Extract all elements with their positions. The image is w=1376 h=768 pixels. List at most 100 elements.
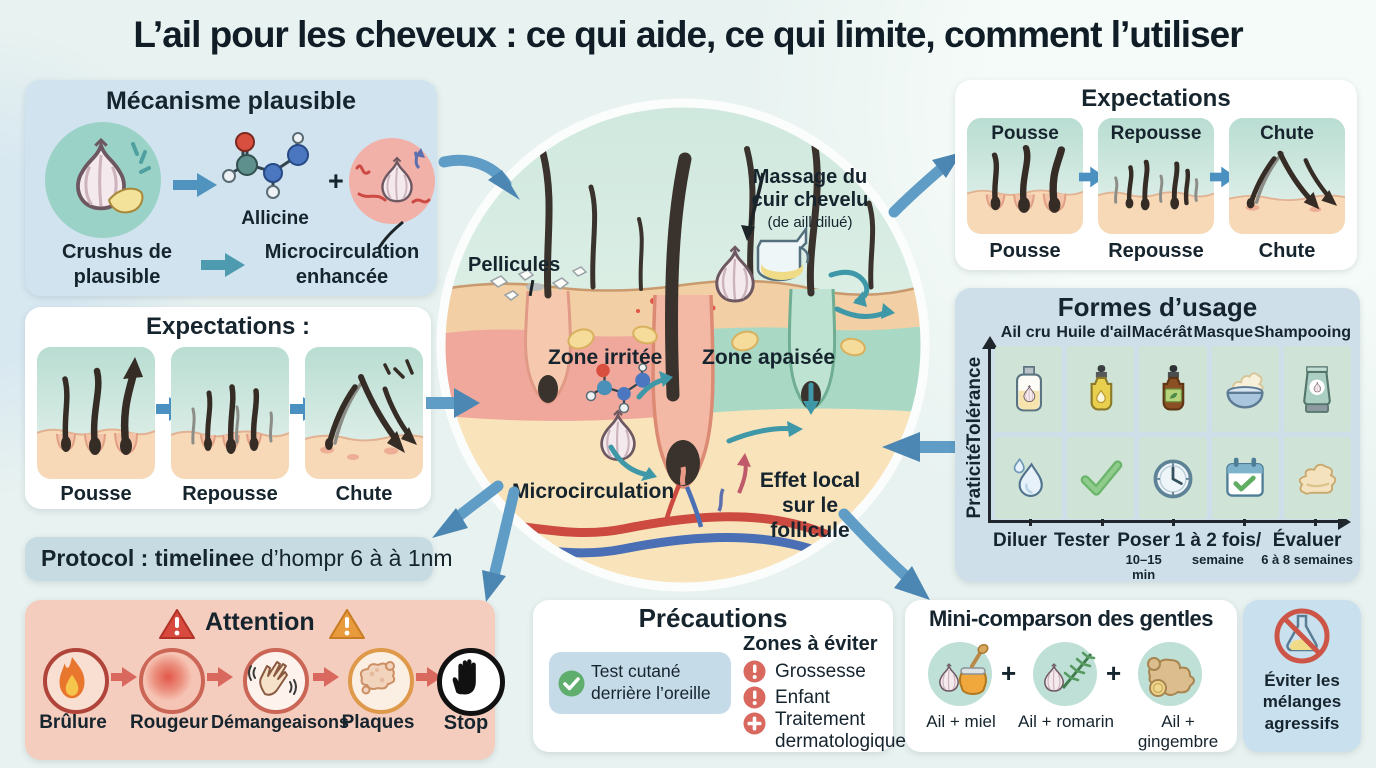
mechanism-caption-left: Crushus de plausible [61,241,173,288]
arrow-scalp-to-mini [838,508,930,600]
repousse-label: Repousse [182,483,278,505]
garlic-rosemary-icon [1033,642,1097,706]
microcirculation-label: Microcirculation [512,480,675,503]
ail-miel-label: Ail + miel [926,712,996,731]
step-evaluer-sub: 6 à 8 semaines [1261,552,1353,567]
sebaceous-glands-icon [567,325,866,357]
timer-clock-icon [1139,437,1207,519]
tick [1243,514,1246,526]
massage-label: Massage du cuir chevelu (de aill dilué) [748,166,872,231]
hair-loss-icon [305,347,423,479]
formes-grid [995,346,1352,519]
arrow-right-icon [201,253,245,277]
pousse-inner-label: Pousse [991,123,1059,144]
exclamation-circle-icon [743,660,766,683]
expectations-left-title: Expectations : [145,313,311,340]
allicine-molecule-small-icon [585,363,651,414]
arrow-formes-to-scalp [882,432,958,462]
plaques-label: Plaques [341,712,415,733]
mini-title: Mini-comparson des gentles [928,606,1214,631]
zone-irritee-label: Zone irritée [548,346,663,369]
arrow-right-icon [1079,166,1105,188]
y-axis-arrowhead [982,336,998,349]
hair-growth-icon [967,118,1083,234]
mask-bowl-icon [1211,346,1279,432]
y-axis [988,348,991,520]
avoid-mixtures-box: Éviter les mélanges agressifs [1243,600,1361,752]
ail-romarin-label: Ail + romarin [1018,712,1114,731]
tick [1172,514,1175,526]
precautions-panel: Précautions Test cutané derrière l’oreil… [533,600,906,752]
mechanism-caption-right: Microcirculation enhancée [264,241,420,288]
page-title: L’ail pour les cheveux : ce qui aide, ce… [133,14,1243,55]
arrow-scalp-to-attention [482,486,520,602]
warning-triangle-orange-icon [329,609,365,639]
raw-garlic-bottle-icon [995,346,1063,432]
step-poser: Poser [1117,530,1171,551]
hair-growth-icon [37,347,155,479]
protocol-bar: Protocol : timelinee d’hompr 6 à à 1nm [25,537,453,581]
step-diluer: Diluer [993,530,1047,551]
effet-local-label: Effet local sur le follicule [759,469,861,543]
col-shampooing: Shampooing [1254,324,1351,341]
precautions-title: Précautions [638,603,788,633]
avoid-label: Éviter les mélanges agressifs [1262,671,1342,733]
arrow-scalp-to-protocol [432,480,504,538]
pointer-line-icon [377,220,404,249]
redness-icon [139,648,205,714]
hair-regrowth-icon [171,347,289,479]
formes-panel: Formes d’usage Ail cru Huile d'ail Macér… [955,288,1360,582]
shampoo-tube-icon [1283,346,1352,432]
skin-test-label: Test cutané derrière l’oreille [591,661,711,703]
brulure-label: Brûlure [39,712,107,733]
allicine-label: Allicine [241,208,309,229]
chute-tile [305,347,423,479]
chute-label: Chute [335,483,393,505]
step-frequence: 1 à 2 fois/ [1174,530,1262,551]
repousse-label-right: Repousse [1108,240,1204,262]
arrow-right-icon [111,667,137,687]
col-huile: Huile d'ail [1056,324,1132,341]
dandruff-flakes-icon [489,266,588,301]
macerat-bottle-icon [1139,346,1207,432]
frequency-calendar-icon [1211,437,1279,519]
praticite-axis-label: Praticité [964,443,985,519]
tick [1029,514,1032,526]
burn-icon [43,648,109,714]
rougeur-label: Rougeur [129,712,209,733]
plus-sign: + [1106,658,1122,688]
traitement-label: Traitement dermatologique [775,709,906,752]
step-frequence-sub: semaine [1191,552,1244,567]
repousse-tile-right: Repousse [1098,118,1214,234]
plus-sign: + [328,166,344,196]
garlic-honey-icon [928,642,992,706]
expectations-left-panel: Expectations : [25,307,431,509]
tick [1101,514,1104,526]
arrow-mechanism-to-scalp [438,154,520,200]
arrow-expectations-to-scalp [426,388,480,418]
attention-panel: Attention [25,600,505,760]
allicine-molecule-icon [222,132,309,199]
repousse-tile [171,347,289,479]
tick [1314,514,1317,526]
check-circle-icon [558,670,585,697]
garlic-clove-icon [107,187,144,214]
pousse-label-right: Pousse [989,240,1061,262]
jug-icon [756,225,810,282]
arrow-right-icon [1210,166,1236,188]
chute-label-right: Chute [1258,240,1316,262]
protocol-label: Protocol : timelinee d’hompr 6 à à 1nm [41,545,453,571]
mini-comparison-panel: Mini-comparson des gentles + + [905,600,1237,752]
no-harsh-mixtures-icon [1274,608,1330,664]
chute-tile-right: Chute [1229,118,1345,234]
pellicules-label: Pellicules [468,254,561,276]
dilute-droplet-icon [995,437,1063,519]
formes-title: Formes d’usage [1057,292,1258,322]
grossesse-label: Grossesse [775,661,866,682]
col-masque: Masque [1193,324,1254,341]
col-macerat: Macérât [1131,324,1193,341]
col-ail-cru: Ail cru [1000,324,1051,341]
enfant-label: Enfant [775,687,830,708]
mechanism-panel: Mécanisme plausible [25,80,437,296]
mechanism-title: Mécanisme plausible [105,87,357,115]
